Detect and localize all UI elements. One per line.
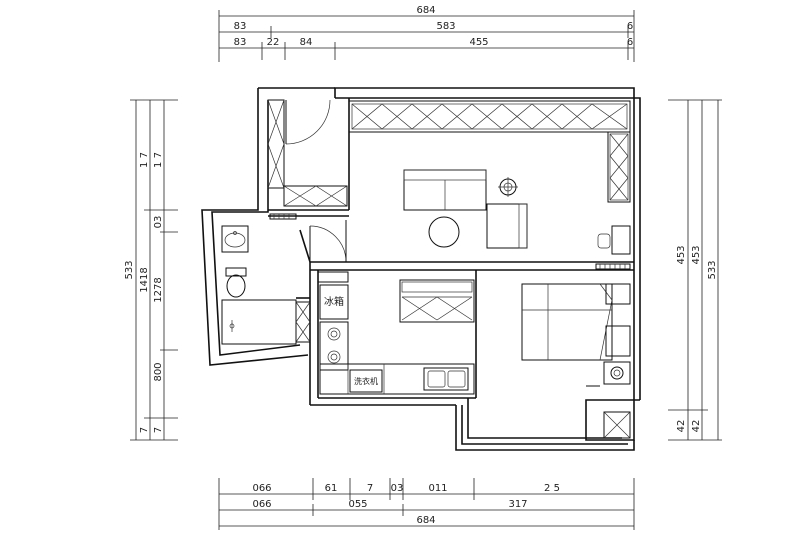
right-row1-dim-2: 42 [676, 420, 687, 433]
radiator [595, 263, 631, 270]
left-row1-dim-3: 7 [139, 427, 150, 433]
bottom-row2-dim-3: 317 [508, 499, 527, 510]
top-row2-dim-4: 455 [469, 37, 488, 48]
left-row2-dim-2: 03 [153, 216, 164, 229]
left-row1-dim-2: 1418 [139, 267, 150, 292]
left-row2-dim-5: 7 [153, 427, 164, 433]
top-row2-dim-5: 6 [627, 37, 633, 48]
left-row2-dim-3: 1278 [153, 277, 164, 302]
top-row1-dim-3: 6 [627, 21, 633, 32]
kitchen-sink-icon [423, 367, 469, 391]
kitchen-counter [319, 363, 475, 395]
bedroom-wardrobe [603, 411, 631, 439]
bottom-row2-dim-2: 055 [348, 499, 367, 510]
top-row1-dim-2: 583 [436, 21, 455, 32]
kitchen-entry-door [355, 397, 398, 406]
bottom-row1-dim-5: 011 [428, 483, 447, 494]
left-dimension-lines [130, 99, 178, 441]
bottom-row1-dim-4: 03 [391, 483, 404, 494]
right-wall-cabinets [607, 131, 631, 203]
island-cabinet [399, 279, 475, 323]
bed [521, 283, 613, 361]
left-total-dim: 533 [124, 260, 135, 279]
gas-stove-icon [319, 321, 349, 371]
bottom-row1-dim-3: 7 [367, 483, 373, 494]
bathroom-door [309, 220, 347, 263]
washing-machine [349, 369, 383, 393]
top-row2-dim-3: 84 [300, 37, 313, 48]
living-radiator [269, 213, 297, 220]
top-row2-dim-1: 83 [234, 37, 247, 48]
armchair [486, 203, 528, 249]
top-wall-cabinets [348, 100, 631, 133]
fridge-label: 冰箱 [324, 295, 344, 308]
toilet [225, 267, 247, 298]
kitchen-cabinet-dark [317, 271, 349, 283]
right-dimension-lines [668, 99, 722, 441]
right-row1-dim-1: 453 [676, 245, 687, 264]
sofa [403, 169, 487, 211]
bottom-total-dim: 684 [416, 515, 435, 526]
bathroom-cabinet [295, 301, 311, 343]
fridge [319, 284, 349, 320]
bedroom-lamp-icon [603, 361, 631, 385]
right-row2-dim-2: 42 [691, 420, 702, 433]
left-row1-dim-1: 1 7 [139, 152, 150, 168]
coffee-table [428, 216, 460, 248]
bedside-cabinet [605, 283, 631, 357]
top-row1-dim-1: 83 [234, 21, 247, 32]
bottom-row1-dim-6: 2 5 [544, 483, 560, 494]
left-row2-dim-4: 800 [153, 362, 164, 381]
floor-lamp-icon [498, 177, 518, 197]
right-total-dim: 533 [707, 260, 718, 279]
washer-label: 洗衣机 [354, 376, 378, 386]
left-row2-dim-1: 1 7 [153, 152, 164, 168]
bottom-dimension-lines [218, 478, 635, 530]
desk-chair [597, 225, 631, 255]
entry-door [285, 99, 331, 145]
bottom-row2-dim-1: 066 [252, 499, 271, 510]
right-row2-dim-1: 453 [691, 245, 702, 264]
top-row2-dim-2: 22 [267, 37, 280, 48]
left-wall-cabinets [267, 99, 348, 207]
top-total-dim: 684 [416, 5, 435, 16]
top-dimension-lines [218, 10, 635, 62]
washbasin [221, 225, 249, 253]
bottom-row1-dim-1: 066 [252, 483, 271, 494]
shower-area [221, 299, 297, 345]
bottom-row1-dim-2: 61 [325, 483, 338, 494]
